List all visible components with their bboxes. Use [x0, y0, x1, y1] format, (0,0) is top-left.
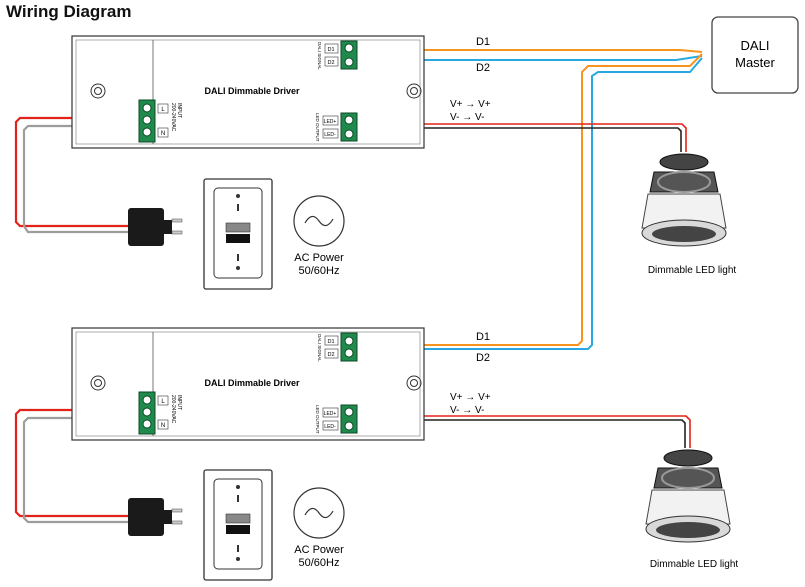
ac-freq-label-top: 50/60Hz — [299, 265, 340, 277]
ac-input-wires — [14, 106, 149, 524]
terminal-l-bottom: L — [161, 399, 165, 405]
input-voltage-top: 200-240VAC — [170, 103, 176, 132]
input-label-bottom: INPUT — [176, 395, 182, 410]
terminal-led-minus-bottom: LED- — [324, 424, 336, 430]
plug-top — [128, 208, 183, 246]
driver-label-bottom: DALI Dimmable Driver — [204, 378, 300, 388]
output-side-top: LED OUTPUT — [315, 113, 320, 142]
led-light-bottom: Dimmable LED light — [645, 449, 739, 570]
master-label-1: DALI — [741, 38, 770, 53]
vplus-label-bottom: V+ → V+ — [450, 392, 491, 403]
ac-power-label-bottom: AC Power — [294, 544, 344, 556]
driver-bottom: DALI Dimmable Driver L N INPUT 200-240VA… — [71, 327, 425, 441]
terminal-d1-top: D1 — [327, 47, 334, 53]
ac-power-label-top: AC Power — [294, 252, 344, 264]
wall-outlet-bottom — [203, 469, 273, 581]
terminal-d2-bottom: D2 — [327, 352, 334, 358]
output-side-bottom: LED OUTPUT — [315, 405, 320, 434]
vplus-label-top: V+ → V+ — [450, 99, 491, 110]
driver-top: DALI Dimmable Driver L N INPUT 200-240VA… — [71, 35, 425, 149]
ac-freq-label-bottom: 50/60Hz — [299, 557, 340, 569]
ac-symbol-top: AC Power 50/60Hz — [293, 195, 345, 277]
d1-label-bottom: D1 — [476, 331, 490, 343]
wall-outlet-top — [203, 178, 273, 290]
terminal-led-minus-top: LED- — [324, 132, 336, 138]
dali-master-box: DALI Master — [711, 16, 799, 94]
terminal-d1-bottom: D1 — [327, 339, 334, 345]
master-label-2: Master — [735, 55, 775, 70]
led-light-label-bottom: Dimmable LED light — [650, 559, 739, 570]
terminal-d2-top: D2 — [327, 60, 334, 66]
terminal-n-bottom: N — [161, 423, 165, 429]
led-light-label-top: Dimmable LED light — [648, 265, 737, 276]
vminus-label-top: V- → V- — [450, 112, 484, 123]
ac-symbol-bottom: AC Power 50/60Hz — [293, 487, 345, 569]
input-voltage-bottom: 200-240VAC — [170, 395, 176, 424]
d2-label-top: D2 — [476, 62, 490, 74]
vminus-label-bottom: V- → V- — [450, 405, 484, 416]
terminal-n-top: N — [161, 131, 165, 137]
d2-label-bottom: D2 — [476, 352, 490, 364]
led-light-top: Dimmable LED light — [641, 153, 737, 276]
input-label-top: INPUT — [176, 103, 182, 118]
dali-side-bottom: DALI SIGNAL — [317, 334, 322, 362]
d1-label-top: D1 — [476, 36, 490, 48]
plug-bottom — [128, 498, 183, 536]
page-title: Wiring Diagram — [6, 2, 132, 21]
terminal-led-plus-bottom: LED+ — [324, 411, 337, 417]
terminal-led-plus-top: LED+ — [324, 119, 337, 125]
terminal-l-top: L — [161, 107, 165, 113]
dali-side-top: DALI SIGNAL — [317, 42, 322, 70]
driver-label-top: DALI Dimmable Driver — [204, 86, 300, 96]
